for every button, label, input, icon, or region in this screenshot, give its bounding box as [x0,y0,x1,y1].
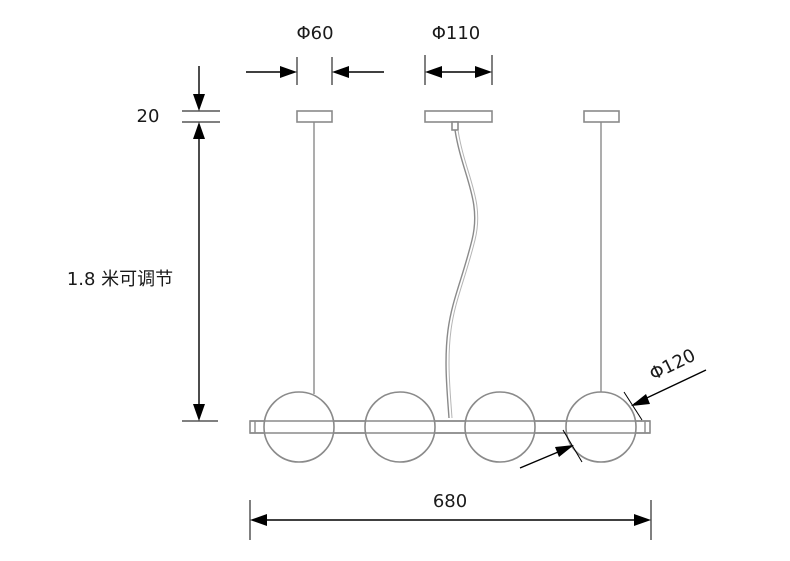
cable-length-dimension [182,122,218,422]
left-canopy [296,110,333,123]
total-length-label: 680 [433,491,467,512]
canopy-height-dimension [182,66,220,123]
right-canopy [583,110,620,123]
power-cable-inner [448,129,479,419]
globe-4 [565,391,637,463]
canopy-diameter-dimension [246,57,384,85]
globe-diameter-dimension [519,369,707,469]
globe-1 [263,391,335,463]
cable-length-label: 1.8 米可调节 [67,269,173,290]
center-canopy [424,110,493,123]
globe-3 [464,391,536,463]
cable-grip [451,121,459,131]
main-canopy-diameter-dimension [424,55,493,85]
main-canopy-diameter-label: Φ110 [432,23,481,44]
globe-2 [364,391,436,463]
canopy-diameter-label: Φ60 [296,23,333,44]
power-cable [445,129,476,419]
canopy-height-label: 20 [137,106,160,127]
globe-diameter-label: Φ120 [646,345,699,385]
total-length-dimension [249,500,652,540]
